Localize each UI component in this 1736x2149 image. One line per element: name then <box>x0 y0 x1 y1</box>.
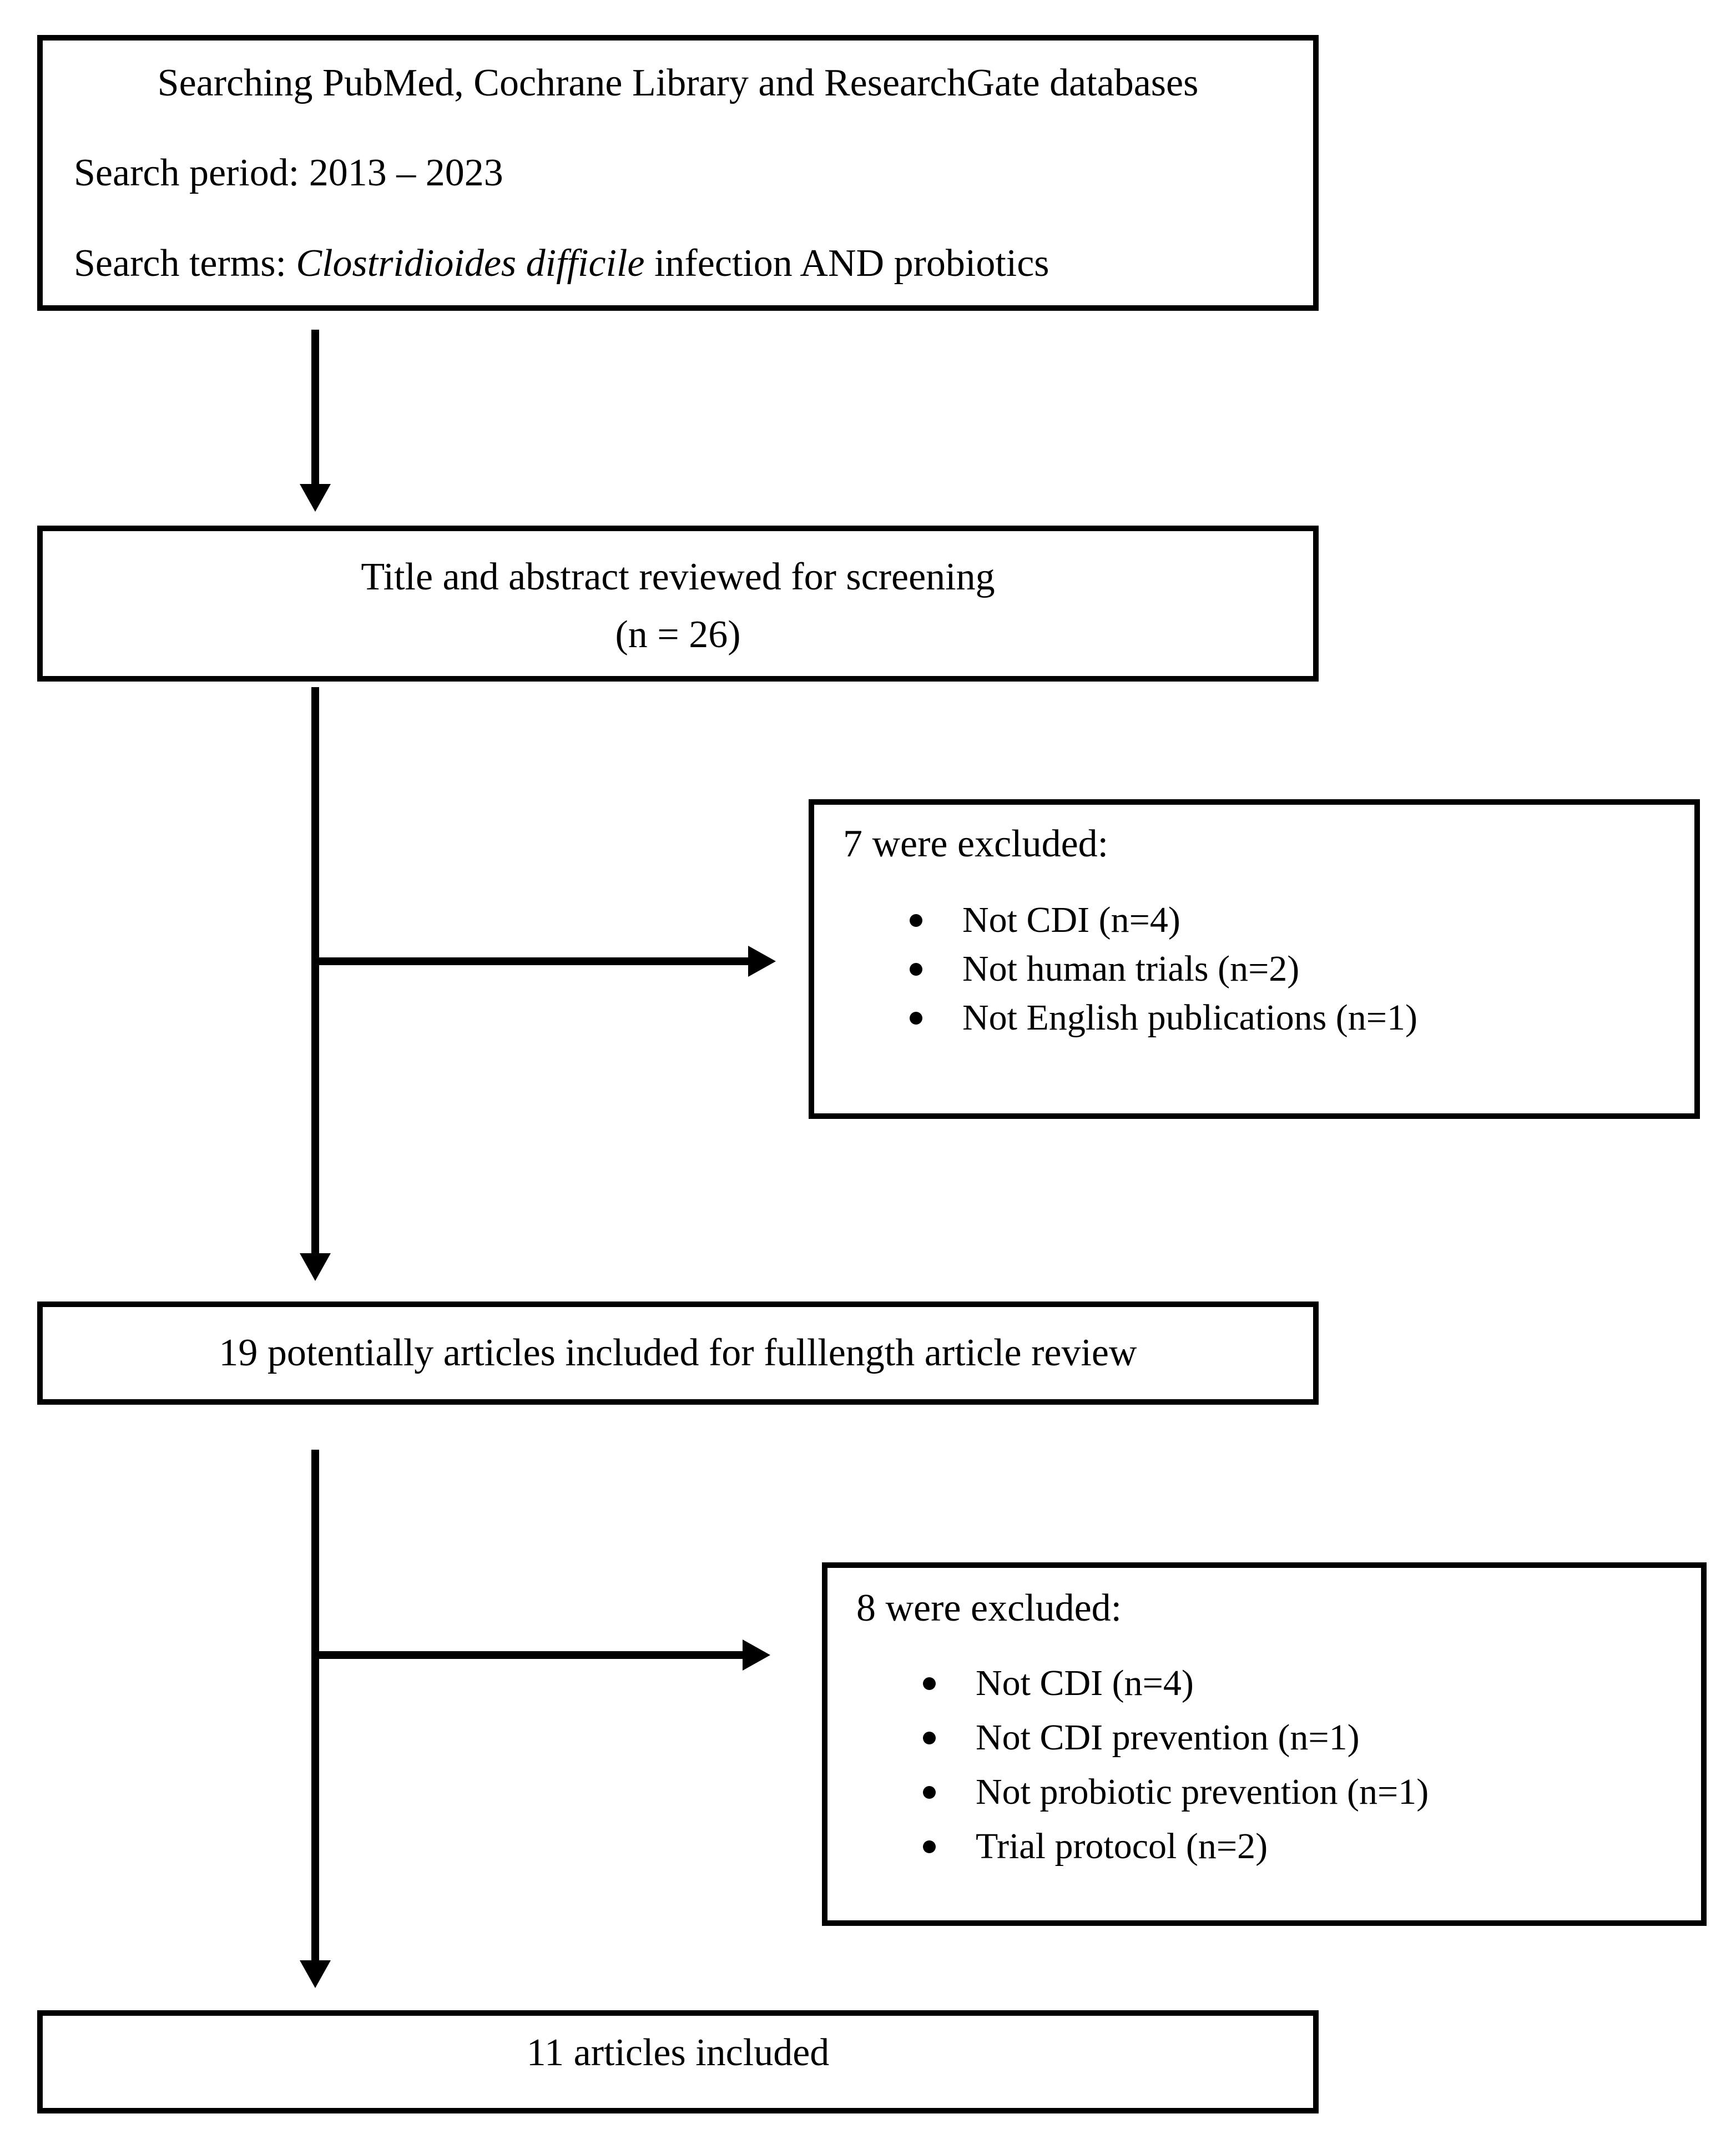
arrowhead-right-icon <box>748 946 776 977</box>
bullet-icon <box>923 1840 936 1853</box>
search-terms-text: Search terms: Clostridioides difficile i… <box>69 242 1286 285</box>
exclusion-item: Trial protocol (n=2) <box>856 1825 1684 1868</box>
screening-text: Title and abstract reviewed for screenin… <box>361 556 995 598</box>
exclusion-item-text: Not CDI (n=4) <box>962 900 1180 941</box>
arrow-to-excluded-screening-shaft <box>311 957 750 965</box>
search-strategy-box: Searching PubMed, Cochrane Library and R… <box>37 35 1319 311</box>
search-terms-prefix: Search terms: <box>74 241 296 285</box>
exclusion-item-text: Not English publications (n=1) <box>962 997 1417 1038</box>
search-terms-suffix: infection AND probiotics <box>644 241 1049 285</box>
search-databases-text: Searching PubMed, Cochrane Library and R… <box>157 62 1199 104</box>
excluded-screening-box: 7 were excluded: Not CDI (n=4) Not human… <box>809 799 1700 1119</box>
search-terms-species: Clostridioides difficile <box>296 241 645 285</box>
exclusion-item-text: Not probiotic prevention (n=1) <box>976 1772 1429 1813</box>
search-period-text: Search period: 2013 – 2023 <box>74 152 503 195</box>
exclusion-item: Not CDI (n=4) <box>843 899 1678 941</box>
exclusion-item: Not human trials (n=2) <box>843 948 1678 990</box>
exclusion-item: Not CDI prevention (n=1) <box>856 1717 1684 1759</box>
fulltext-review-text: 19 potentially articles included for ful… <box>219 1331 1137 1374</box>
arrow-search-to-screening-shaft <box>311 330 319 486</box>
included-text: 11 articles included <box>526 2031 830 2074</box>
arrowhead-right-icon <box>743 1640 770 1671</box>
bullet-icon <box>923 1731 936 1744</box>
screening-box: Title and abstract reviewed for screenin… <box>37 526 1319 682</box>
arrow-screening-to-fulltext-shaft <box>311 687 319 1254</box>
exclusion-item: Not probiotic prevention (n=1) <box>856 1771 1684 1813</box>
arrow-fulltext-to-included-shaft <box>311 1450 319 1961</box>
exclusion-item-text: Not CDI (n=4) <box>976 1663 1194 1704</box>
bullet-icon <box>910 1011 922 1025</box>
excluded-fulltext-heading: 8 were excluded: <box>856 1587 1122 1630</box>
arrowhead-down-icon <box>300 1253 331 1281</box>
exclusion-item-text: Not CDI prevention (n=1) <box>976 1717 1360 1758</box>
included-box: 11 articles included <box>37 2010 1319 2113</box>
excluded-screening-heading: 7 were excluded: <box>843 823 1109 865</box>
excluded-fulltext-box: 8 were excluded: Not CDI (n=4) Not CDI p… <box>822 1562 1707 1926</box>
excluded-screening-list: Not CDI (n=4) Not human trials (n=2) Not… <box>843 899 1678 1039</box>
bullet-icon <box>923 1677 936 1690</box>
screening-count: (n = 26) <box>615 613 741 657</box>
arrowhead-down-icon <box>300 1960 331 1988</box>
bullet-icon <box>923 1785 936 1799</box>
bullet-icon <box>910 962 922 976</box>
exclusion-item-text: Trial protocol (n=2) <box>976 1826 1268 1867</box>
arrowhead-down-icon <box>300 484 331 512</box>
bullet-icon <box>910 914 922 927</box>
exclusion-item: Not English publications (n=1) <box>843 997 1678 1039</box>
exclusion-item: Not CDI (n=4) <box>856 1662 1684 1704</box>
arrow-to-excluded-fulltext-shaft <box>311 1651 744 1659</box>
exclusion-item-text: Not human trials (n=2) <box>962 949 1300 990</box>
excluded-fulltext-list: Not CDI (n=4) Not CDI prevention (n=1) N… <box>856 1662 1684 1868</box>
fulltext-review-box: 19 potentially articles included for ful… <box>37 1301 1319 1405</box>
